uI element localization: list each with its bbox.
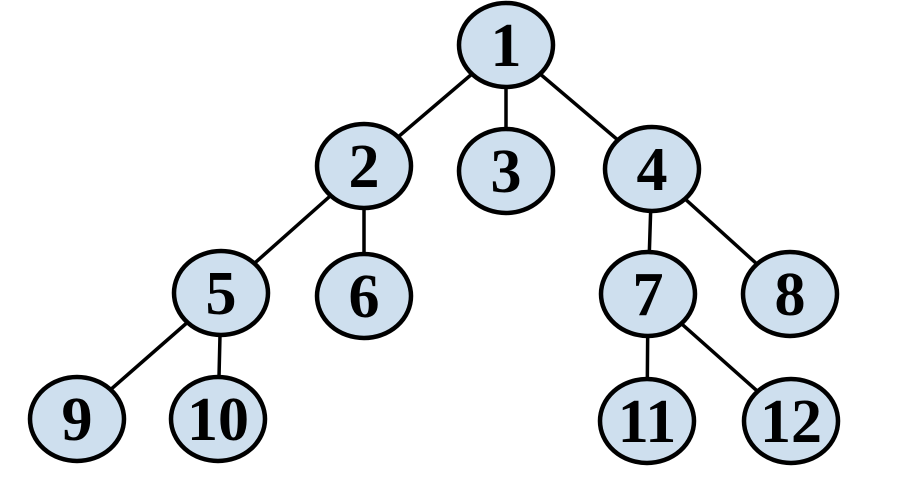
tree-node-circle-6[interactable] — [314, 251, 414, 341]
tree-node-label-4: 4 — [637, 136, 668, 204]
tree-node-3[interactable]: 3 — [456, 126, 556, 216]
tree-node-label-6: 6 — [349, 263, 380, 331]
tree-node-label-3: 3 — [491, 138, 522, 206]
tree-node-circle-10[interactable] — [168, 374, 268, 464]
tree-node-12[interactable]: 12 — [741, 376, 841, 466]
tree-node-circle-12[interactable] — [741, 376, 841, 466]
tree-node-label-5: 5 — [206, 260, 237, 328]
tree-node-label-1: 1 — [491, 12, 522, 80]
tree-node-4[interactable]: 4 — [602, 124, 702, 214]
tree-node-8[interactable]: 8 — [740, 249, 840, 339]
tree-node-7[interactable]: 7 — [598, 249, 698, 339]
tree-node-label-10: 10 — [187, 386, 249, 454]
tree-node-6[interactable]: 6 — [314, 251, 414, 341]
tree-node-1[interactable]: 1 — [456, 0, 556, 90]
tree-node-circle-7[interactable] — [598, 249, 698, 339]
tree-node-circle-2[interactable] — [314, 121, 414, 211]
tree-node-label-9: 9 — [62, 386, 93, 454]
tree-node-label-12: 12 — [760, 388, 822, 456]
tree-node-label-8: 8 — [775, 261, 806, 329]
tree-node-label-11: 11 — [618, 388, 677, 456]
tree-node-10[interactable]: 10 — [168, 374, 268, 464]
tree-node-2[interactable]: 2 — [314, 121, 414, 211]
tree-node-circle-3[interactable] — [456, 126, 556, 216]
tree-node-label-7: 7 — [633, 261, 664, 329]
tree-node-circle-9[interactable] — [27, 374, 127, 464]
tree-node-5[interactable]: 5 — [171, 248, 271, 338]
tree-node-label-2: 2 — [349, 133, 380, 201]
tree-node-circle-1[interactable] — [456, 0, 556, 90]
tree-node-11[interactable]: 11 — [597, 376, 697, 466]
tree-node-circle-8[interactable] — [740, 249, 840, 339]
tree-node-circle-4[interactable] — [602, 124, 702, 214]
tree-node-9[interactable]: 9 — [27, 374, 127, 464]
tree-node-circle-5[interactable] — [171, 248, 271, 338]
tree-node-circle-11[interactable] — [597, 376, 697, 466]
